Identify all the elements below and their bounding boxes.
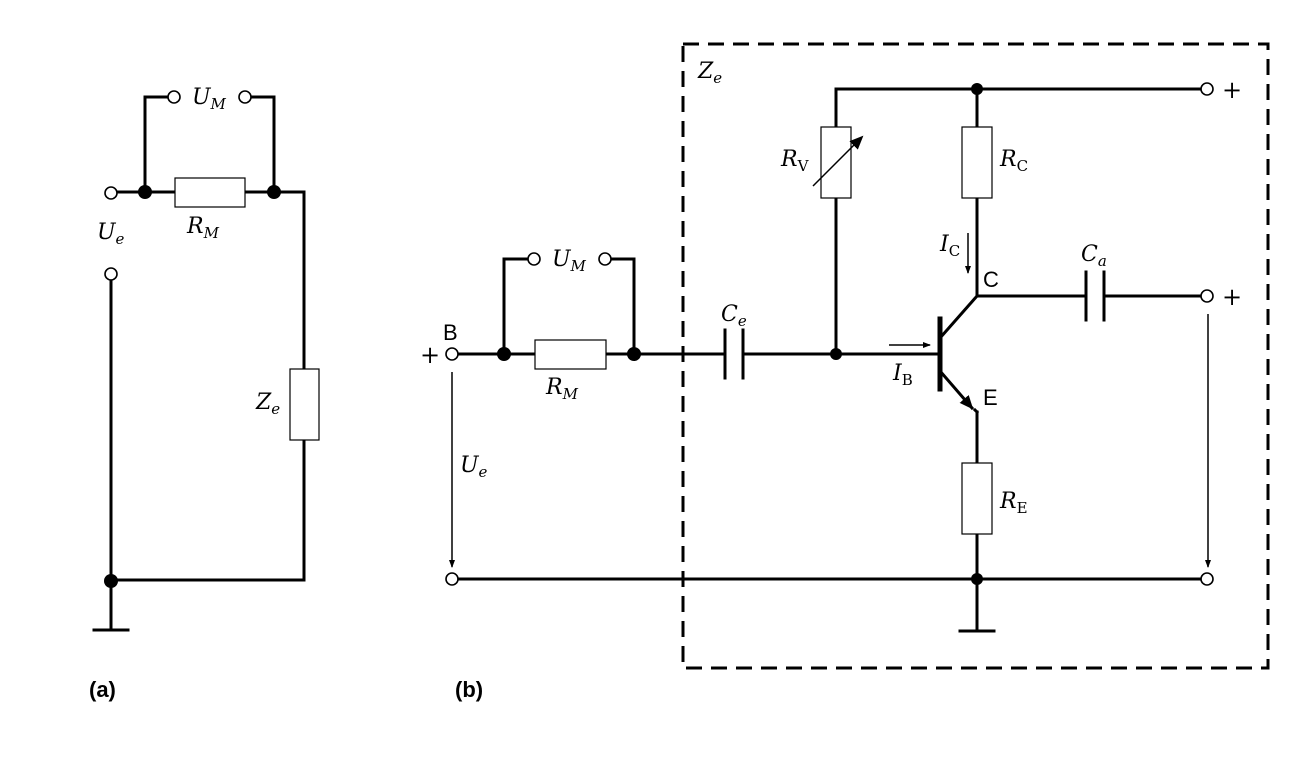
panel-b-label-um: UM <box>552 247 587 275</box>
panel-a-label-ze: Ze <box>255 390 280 418</box>
panel-a: UM RM Ue Ze (a) <box>89 85 320 702</box>
label-re: RE <box>999 489 1028 517</box>
panel-b-ze-box <box>681 42 1270 670</box>
resistor-re <box>961 462 993 535</box>
panel-a-terminal-bottom <box>104 267 118 281</box>
panel-a-meter-leads <box>143 95 276 194</box>
panel-b-label-rm: RM <box>545 375 579 403</box>
terminal-input <box>445 347 459 361</box>
panel-a-meter-terminal-left <box>167 90 181 104</box>
label-ca: Ca <box>1081 242 1107 270</box>
panel-a-input-impedance <box>289 368 320 441</box>
panel-a-node-ground <box>104 574 118 588</box>
label-rv: RV <box>780 147 810 175</box>
panel-b-caption: (b) <box>455 677 483 702</box>
label-ic: IC <box>939 232 960 260</box>
label-plus-output: + <box>1222 283 1242 311</box>
panel-b-node-ground <box>971 573 983 585</box>
label-plus-input: + <box>420 341 440 369</box>
terminal-output-ground <box>1200 572 1214 586</box>
panel-b-meter-terminal-left <box>527 252 541 266</box>
label-node-c: C <box>983 267 999 292</box>
label-ze-box: Ze <box>697 59 722 87</box>
panel-a-node-left <box>138 185 152 199</box>
transistor-emitter-join <box>972 407 980 415</box>
panel-a-wire-main <box>109 190 306 582</box>
panel-a-caption: (a) <box>89 677 116 702</box>
variable-resistor-arrow <box>812 135 864 187</box>
label-plus-supply: + <box>1222 76 1242 104</box>
panel-b-node-supply <box>971 83 983 95</box>
terminal-input-ground <box>445 572 459 586</box>
panel-a-label-rm: RM <box>186 214 220 242</box>
transistor-collector-lead <box>937 293 980 341</box>
capacitor-ca <box>1084 270 1106 322</box>
panel-b-node-base <box>830 348 842 360</box>
panel-a-label-um: UM <box>192 85 227 113</box>
label-ib: IB <box>892 361 913 389</box>
panel-b-node-meter-right <box>627 347 641 361</box>
transistor-emitter-arrow <box>937 368 975 411</box>
panel-b-meter-terminal-right <box>598 252 612 266</box>
panel-a-label-ue: Ue <box>97 220 125 248</box>
resistor-rc <box>961 126 993 199</box>
panel-b-meter-leads <box>502 257 636 356</box>
panel-a-node-right <box>267 185 281 199</box>
panel-b: Ze UM RM Ue Ce Ca RV RC RE IC IB B C E +… <box>420 42 1270 702</box>
label-node-e: E <box>983 385 998 410</box>
panel-a-terminal-top <box>104 186 118 200</box>
label-node-b: B <box>443 320 458 345</box>
panel-b-wire-bias <box>834 87 1203 356</box>
terminal-output <box>1200 289 1214 303</box>
capacitor-ce <box>723 328 745 380</box>
panel-b-meter-resistor <box>534 339 607 370</box>
label-ce: Ce <box>721 302 747 330</box>
panel-b-label-ue: Ue <box>460 453 488 481</box>
panel-a-meter-terminal-right <box>238 90 252 104</box>
panel-b-node-meter-left <box>497 347 511 361</box>
label-rc: RC <box>999 147 1028 175</box>
panel-a-meter-resistor <box>174 177 246 208</box>
terminal-supply <box>1200 82 1214 96</box>
